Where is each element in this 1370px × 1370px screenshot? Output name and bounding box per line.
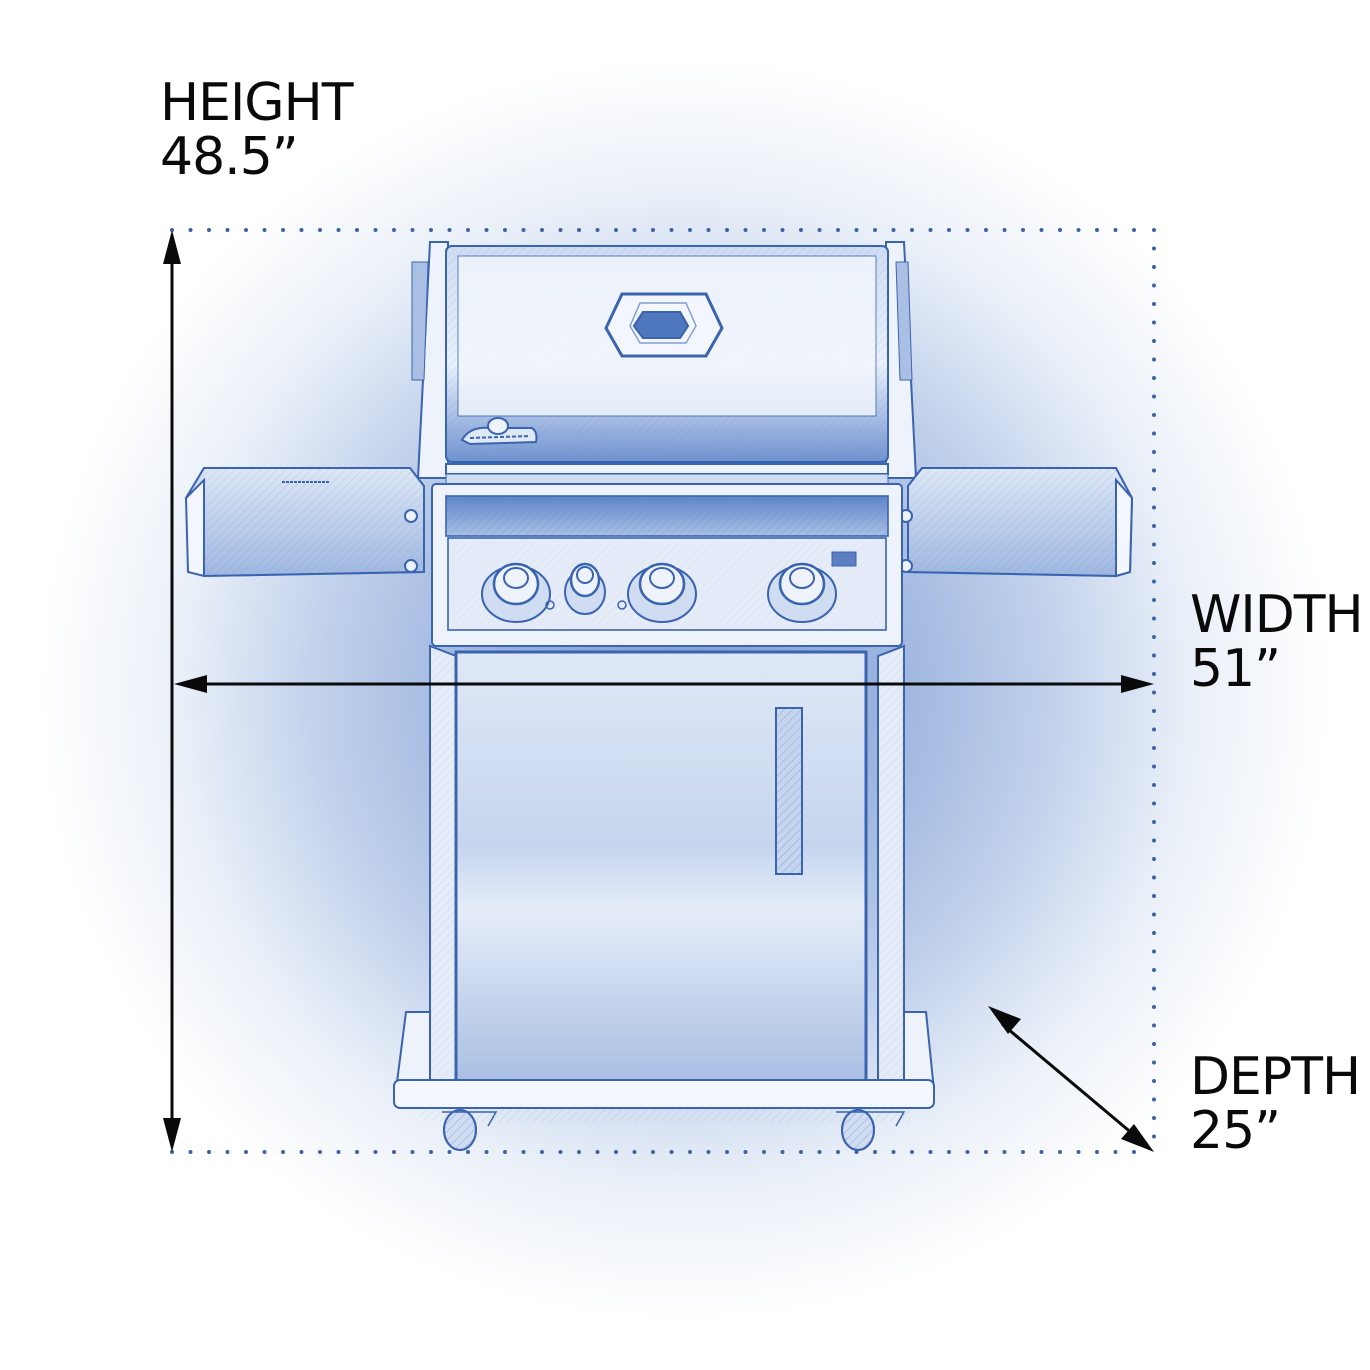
control-knob-4[interactable]	[767, 562, 837, 623]
lid	[445, 245, 889, 463]
cart-base	[393, 1011, 936, 1122]
height-label-name: HEIGHT	[160, 73, 353, 133]
height-label: HEIGHT 48.5”	[160, 73, 353, 187]
depth-label-name: DEPTH	[1190, 1047, 1361, 1107]
cabinet-door[interactable]	[454, 650, 868, 1084]
arrowhead-down-icon	[163, 1118, 181, 1152]
control-panel	[431, 483, 903, 647]
caster-wheel-left	[442, 1109, 498, 1151]
control-knob-2[interactable]	[564, 562, 606, 615]
width-label-name: WIDTH	[1190, 585, 1364, 645]
caster-wheel-right	[836, 1109, 906, 1151]
arrowhead-left-icon	[174, 675, 207, 693]
depth-label: DEPTH 25”	[1190, 1047, 1361, 1161]
ignition-indicator-icon	[545, 600, 555, 610]
width-label: WIDTH 51”	[1190, 585, 1364, 699]
hexagon-emblem-icon	[604, 292, 724, 358]
brand-badge-icon	[460, 417, 538, 446]
model-badge-icon	[831, 551, 857, 567]
height-label-value: 48.5”	[160, 127, 299, 187]
arrowhead-diagonal-down-icon	[1121, 1124, 1154, 1152]
control-knob-1[interactable]	[481, 562, 551, 623]
side-shelf-right	[899, 467, 1134, 578]
ignition-indicator-icon	[617, 600, 627, 610]
side-shelf-left	[184, 467, 425, 578]
width-arrow	[174, 675, 1154, 693]
height-arrow	[163, 230, 181, 1152]
depth-arrow	[988, 1006, 1154, 1152]
arrowhead-diagonal-up-icon	[988, 1006, 1021, 1034]
control-knob-3[interactable]	[627, 562, 697, 623]
cart-frame	[429, 644, 905, 1081]
arrowhead-up-icon	[163, 230, 181, 264]
depth-label-value: 25”	[1190, 1101, 1281, 1161]
width-label-value: 51”	[1190, 639, 1281, 699]
grill	[184, 241, 1134, 1151]
arrowhead-right-icon	[1121, 675, 1154, 693]
dotted-guides	[170, 228, 1156, 1154]
